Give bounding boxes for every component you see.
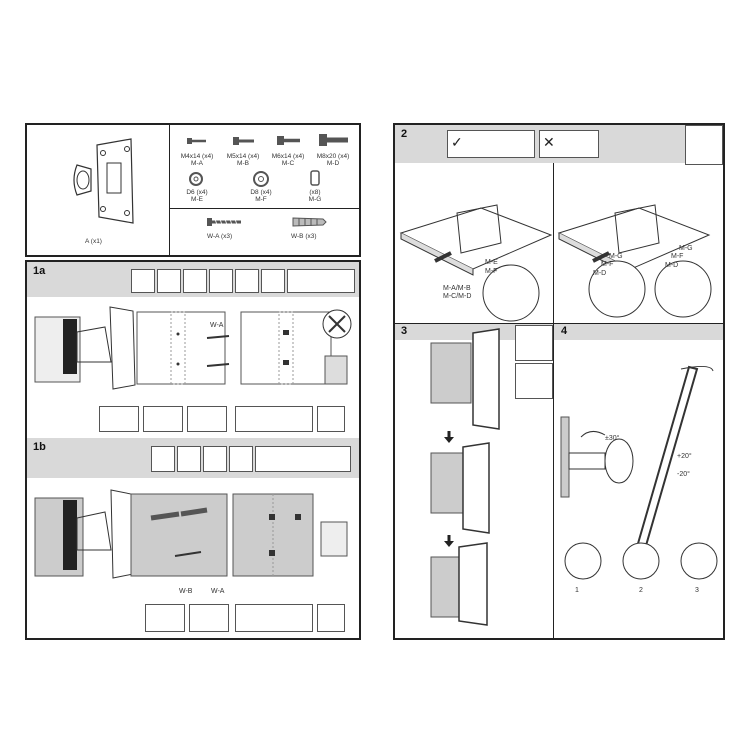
step-1a-bracket-on-wood — [34, 306, 136, 390]
wall-section-icon — [287, 269, 355, 293]
screw-m-b-icon — [233, 137, 254, 145]
step-4-header — [554, 324, 723, 340]
drill-bit-icon — [235, 269, 259, 293]
drill-substep-icon — [317, 406, 345, 432]
step-1b-number: 1b — [33, 441, 46, 453]
pencil-icon — [183, 269, 207, 293]
step-1a-wa-label: W-A — [210, 322, 224, 329]
screw-m-d-icon — [319, 134, 348, 146]
tilt-down-label: -20° — [677, 471, 690, 478]
washer-m-f-label: D8 (x4)M-F — [250, 189, 272, 204]
drill-icon — [261, 269, 285, 293]
step-1-panel: 1a W-A 1b — [25, 260, 361, 640]
step-2-left-tv-back — [399, 204, 553, 322]
knob-step-3: 3 — [695, 587, 699, 594]
torque-check-icons — [235, 406, 313, 432]
step-3-number: 3 — [401, 325, 408, 337]
drill-substep-icon — [317, 604, 345, 632]
washer-m-e-icon — [189, 172, 203, 186]
step-3-hang-sequence — [430, 328, 500, 626]
step-3-divider — [553, 323, 554, 638]
step-1a-marking — [136, 311, 226, 385]
step-1b-wall-drilling — [130, 493, 228, 577]
incorrect-screws-icon — [539, 130, 599, 158]
screw-m-b-label: M5x14 (x4)M-B — [226, 153, 260, 168]
wall-screw-w-a-icon — [207, 218, 241, 226]
step-1b-mounted — [232, 493, 348, 577]
screwdriver-icon — [685, 125, 723, 165]
cross-mark-icon: ✕ — [543, 134, 555, 150]
knob-step-2: 2 — [639, 587, 643, 594]
parts-divider — [169, 125, 170, 255]
step-1b-wb-label: W-B — [179, 588, 193, 595]
step-1b-bracket-on-wall — [34, 489, 134, 579]
step-2-number: 2 — [401, 128, 408, 140]
screw-m-a-icon — [187, 138, 206, 144]
spacer-m-g-icon — [310, 170, 320, 186]
pencil-icon — [151, 446, 175, 472]
washer-m-f-icon — [253, 171, 269, 187]
drill-icon — [229, 446, 253, 472]
two-people-icon — [515, 325, 553, 361]
screw-m-a-label: M4x14 (x4)M-A — [180, 153, 214, 168]
level-icon — [177, 446, 201, 472]
washer-m-e-label: D6 (x4)M-E — [186, 189, 208, 204]
step-4-knob-details — [564, 542, 718, 580]
wall-screw-label: W-A (x3) — [207, 233, 233, 240]
steps-2-4-panel: 2 ✓ ✕ M-E M-F M-A/M-B M-C/M-D M-G M-F M-… — [393, 123, 725, 640]
correct-screws-icon — [447, 130, 535, 158]
step-4-tilt-swivel-diagram — [560, 365, 714, 551]
substep-icon-1 — [145, 604, 185, 632]
step-2-bottom — [395, 323, 723, 324]
bracket-a-label: A (x1) — [85, 238, 102, 245]
substep-icon-1 — [99, 406, 139, 432]
substep-icon-2 — [189, 604, 229, 632]
drill-bit-icon — [203, 446, 227, 472]
step-4-number: 4 — [561, 325, 568, 337]
parts-list-panel: A (x1) M4x14 (x4)M-A M5x14 (x4)M-B M6x14… — [25, 123, 361, 257]
step-1a-mounted — [240, 309, 352, 385]
step-1a-screws — [206, 335, 230, 367]
level-icon — [209, 269, 233, 293]
swivel-angle-label: ±30° — [605, 435, 620, 442]
screw-m-c-icon — [277, 136, 300, 145]
bracket-a-illustration — [73, 138, 134, 224]
step-2-right-tv-back — [557, 204, 712, 318]
substep-icon-2 — [143, 406, 183, 432]
step-2-divider — [553, 163, 554, 323]
check-mark-icon: ✓ — [451, 134, 463, 150]
concrete-wall-icon — [255, 446, 351, 472]
step-2-left-callouts: M-E M-F M-A/M-B M-C/M-D — [443, 259, 498, 301]
parts-divider-h — [169, 208, 361, 209]
step-1a-number: 1a — [33, 265, 46, 277]
knob-step-1: 1 — [575, 587, 579, 594]
tilt-up-label: +20° — [677, 453, 692, 460]
wood-wall-icon — [131, 269, 155, 293]
torque-check-icons — [235, 604, 313, 632]
stud-finder-icon — [157, 269, 181, 293]
step-2-right-callouts-b: M-G M-F M-D — [665, 245, 693, 269]
substep-icon-3 — [187, 406, 227, 432]
screwdriver-icon — [515, 363, 553, 399]
screw-m-c-label: M6x14 (x4)M-C — [271, 153, 305, 168]
wall-plug-label: W-B (x3) — [291, 233, 317, 240]
spacer-m-g-label: (x8)M-G — [308, 189, 322, 204]
step-3-header — [395, 324, 553, 340]
step-2-right-callouts-a: M-G M-F M-D — [593, 253, 623, 277]
screw-m-d-label: M8x20 (x4)M-D — [316, 153, 350, 168]
step-1b-wa-label: W-A — [211, 588, 225, 595]
wall-plug-w-b-icon — [292, 217, 327, 227]
